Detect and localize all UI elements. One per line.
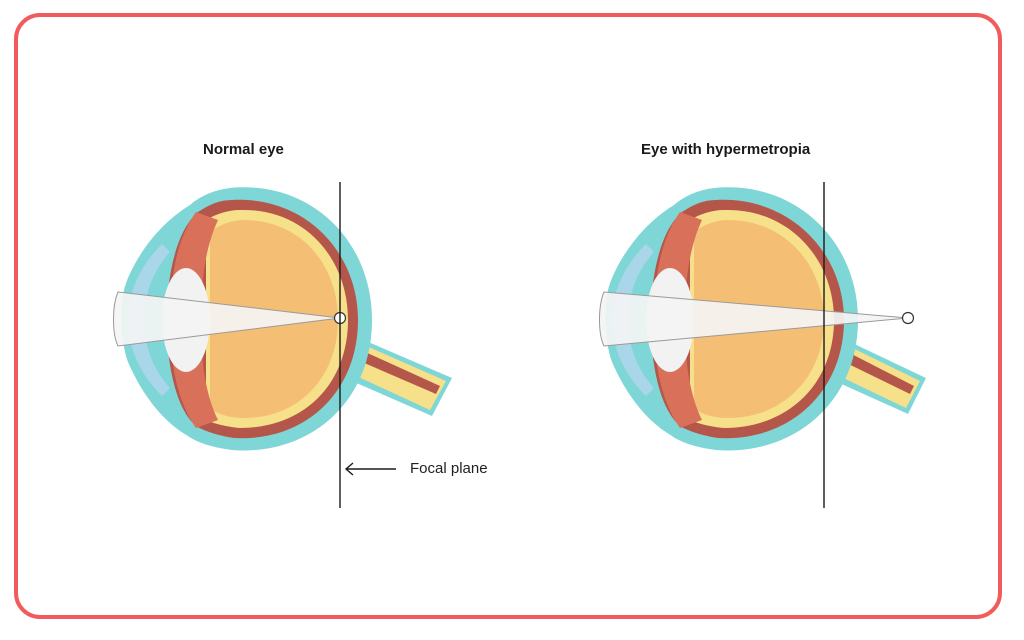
focal-point bbox=[901, 311, 915, 325]
normal-eye bbox=[113, 182, 452, 508]
light-cone bbox=[113, 291, 341, 347]
cornea bbox=[128, 244, 170, 396]
focal-plane-label: Focal plane bbox=[410, 460, 488, 477]
hypermetropia-eye-title: Eye with hypermetropia bbox=[641, 141, 811, 158]
hypermetropic-eye bbox=[599, 182, 926, 508]
focal-arrow-icon bbox=[344, 462, 396, 476]
cornea bbox=[612, 244, 654, 396]
normal-eye-title: Normal eye bbox=[203, 141, 284, 158]
light-cone bbox=[599, 291, 909, 347]
